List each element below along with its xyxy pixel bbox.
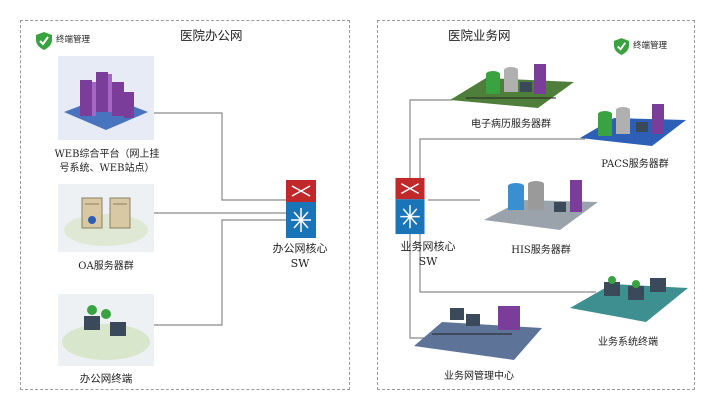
link-web-platform — [140, 112, 297, 201]
web-platform-servers — [58, 56, 154, 140]
office-terminal-mgmt-badge: 终端管理 — [36, 32, 90, 50]
business-badge-label: 终端管理 — [633, 40, 668, 51]
shield-check-icon — [614, 38, 629, 55]
link-business-terminals — [419, 225, 596, 293]
office-network-panel — [20, 20, 350, 390]
link-pacs — [419, 138, 585, 182]
his-servers-label: HIS服务器群 — [511, 245, 571, 256]
emr-servers-label: 电子病历服务器群 — [471, 119, 551, 130]
web-platform-label: WEB综合平台（网上挂 号系统、WEB站点） — [42, 148, 172, 175]
office-network-title: 医院办公网 — [180, 28, 243, 43]
business-terminal-mgmt-badge: 终端管理 — [614, 38, 667, 55]
office-core-label-line2: SW — [290, 256, 310, 270]
office-core-label: 办公网核心 SW — [255, 242, 345, 272]
oa-servers — [58, 184, 154, 252]
web-platform-label-line2: 号系统、WEB站点） — [59, 162, 155, 174]
business-network-title: 医院业务网 — [448, 28, 511, 43]
link-emr — [409, 99, 452, 180]
business-core-label-line1: 业务网核心 — [400, 240, 456, 253]
office-terminals-label: 办公网终端 — [79, 373, 133, 385]
business-network-panel — [377, 20, 695, 390]
mgmt-center-label: 业务网管理中心 — [444, 371, 514, 382]
pacs-servers-label: PACS服务器群 — [601, 159, 669, 170]
business-terminals-label: 业务系统终端 — [598, 337, 658, 348]
web-platform-label-line1: WEB综合平台（网上挂 — [54, 149, 160, 160]
mgmt-center — [414, 306, 542, 360]
office-core-label-line1: 办公网核心 — [272, 242, 328, 255]
office-badge-label: 终端管理 — [56, 35, 91, 46]
business-core-label-line2: SW — [418, 254, 438, 268]
business-core-switch-icon — [395, 177, 425, 235]
oa-servers-label: OA服务器群 — [78, 261, 134, 272]
pacs-servers — [580, 104, 686, 146]
link-office-terminals — [140, 219, 297, 326]
emr-servers — [450, 64, 574, 108]
office-core-switch-icon — [286, 180, 316, 238]
shield-check-icon — [36, 32, 52, 50]
office-terminals — [58, 294, 154, 366]
business-core-label: 业务网核心 SW — [383, 240, 473, 270]
his-servers — [484, 180, 598, 230]
business-terminals — [570, 276, 688, 322]
